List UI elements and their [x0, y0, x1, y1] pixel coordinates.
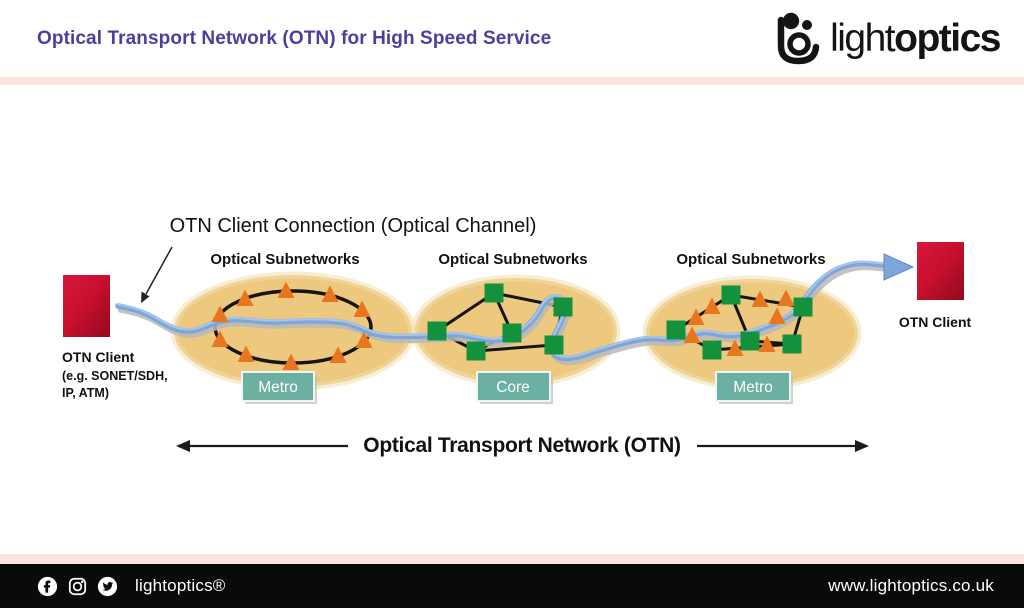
lightoptics-logo-mark: [777, 12, 820, 64]
instagram-icon[interactable]: [67, 576, 88, 597]
triangle-node: [211, 330, 229, 347]
facebook-icon[interactable]: [37, 576, 58, 597]
otn-client-right-label: OTN Client: [899, 314, 972, 330]
pink-divider-bottom: [0, 554, 1024, 564]
footer-brand: lightoptics®: [135, 576, 226, 595]
nodes-0: [211, 281, 373, 370]
footer: lightoptics® www.lightoptics.co.uk: [0, 564, 1024, 608]
square-node: [740, 331, 760, 351]
otn-bottom-label: Optical Transport Network (OTN): [363, 434, 680, 457]
triangle-node: [277, 281, 295, 298]
subnetworks-label-1: Optical Subnetworks: [210, 251, 359, 268]
subnetworks-label-3: Optical Subnetworks: [676, 251, 825, 268]
blue-arrowhead: [883, 253, 915, 281]
logo-bold: optics: [894, 17, 1001, 60]
triangle-node: [726, 339, 744, 356]
triangle-node: [355, 331, 373, 348]
square-node: [666, 320, 686, 340]
triangle-node: [683, 326, 701, 343]
footer-website[interactable]: www.lightoptics.co.uk: [828, 576, 994, 595]
otn-span: Optical Transport Network (OTN): [176, 434, 869, 457]
triangle-node: [751, 290, 769, 307]
span-arrow-right: [855, 440, 869, 452]
triangle-node: [703, 297, 721, 314]
square-node: [793, 297, 813, 317]
pink-divider-top: [0, 77, 1024, 85]
footer-social: lightoptics®: [37, 576, 226, 597]
square-node: [544, 335, 564, 355]
square-node: [782, 334, 802, 354]
connection-title: OTN Client Connection (Optical Channel): [170, 215, 537, 237]
square-node: [702, 340, 722, 360]
zone-box-core: Core: [476, 371, 553, 404]
nodes-1: [427, 283, 573, 361]
nodes-2: [666, 285, 813, 360]
annotation-arrow: [141, 246, 173, 303]
square-node: [721, 285, 741, 305]
square-node: [466, 341, 486, 361]
triangle-node: [353, 300, 371, 317]
triangle-node: [777, 289, 795, 306]
triangle-node: [768, 307, 786, 324]
triangle-node: [282, 353, 300, 370]
logo-light: light: [830, 17, 896, 60]
mesh-edge: [475, 343, 555, 353]
triangle-node: [321, 285, 339, 302]
zone-box-metro-right: Metro: [715, 371, 793, 404]
otn-client-left-square: [63, 275, 110, 337]
otn-client-left-sub1: (e.g. SONET/SDH,: [62, 369, 168, 383]
zone-label-metro-left: Metro: [258, 379, 298, 396]
square-node: [484, 283, 504, 303]
square-node: [427, 321, 447, 341]
triangle-node: [237, 345, 255, 362]
otn-client-left-sub2: IP, ATM): [62, 386, 109, 400]
triangle-node: [236, 289, 254, 306]
triangle-node: [687, 308, 705, 325]
lightoptics-logo: lightoptics: [770, 10, 1001, 68]
zone-label-core: Core: [496, 379, 530, 396]
subnetworks-label-2: Optical Subnetworks: [438, 251, 587, 268]
zone-label-metro-right: Metro: [733, 379, 773, 396]
otn-client-right-square: [917, 242, 964, 300]
triangle-node: [211, 305, 229, 322]
header: Optical Transport Network (OTN) for High…: [0, 0, 1024, 77]
otn-client-left-label: OTN Client: [62, 349, 135, 365]
span-arrow-left: [176, 440, 190, 452]
triangle-node: [329, 346, 347, 363]
square-node: [553, 297, 573, 317]
zone-box-metro-left: Metro: [241, 371, 317, 404]
path-highlight: [117, 260, 885, 358]
lightoptics-logo-text: lightoptics: [830, 17, 1001, 60]
page-title: Optical Transport Network (OTN) for High…: [37, 27, 552, 49]
twitter-icon[interactable]: [97, 576, 118, 597]
triangle-node: [758, 335, 776, 352]
square-node: [502, 323, 522, 343]
